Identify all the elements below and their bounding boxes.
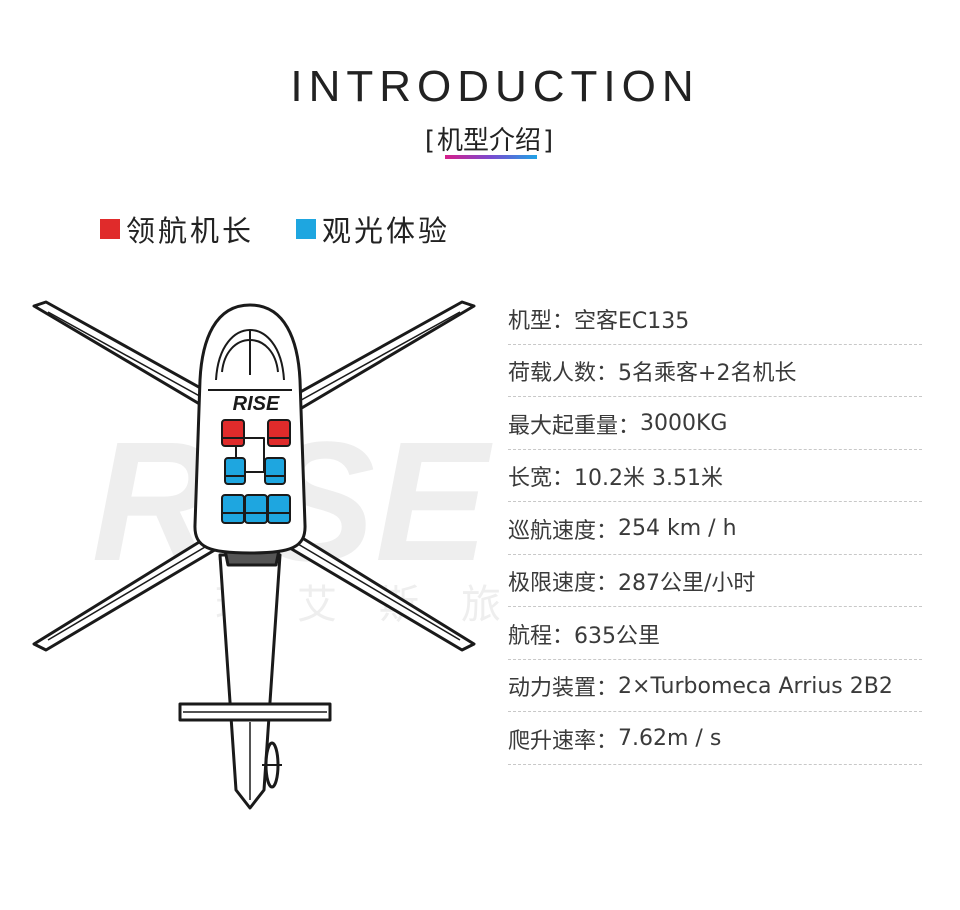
spec-row-climb-rate: 爬升速率：7.62m / s (508, 712, 922, 765)
spec-label: 极限速度： (508, 571, 619, 597)
spec-label: 最大起重量： (508, 413, 641, 439)
pilot-seat (267, 419, 291, 447)
passenger-seat (264, 457, 286, 485)
page-subtitle: [机型介绍] (0, 120, 960, 159)
helicopter-illustration: RISE 瑞艾斯旅行 (32, 300, 500, 810)
spec-value: 3000KG (640, 411, 728, 437)
spec-row-dimensions: 长宽：10.2米 3.51米 (508, 450, 922, 502)
legend-swatch-blue (296, 219, 317, 239)
spec-row-model: 机型：空客EC135 (508, 292, 922, 345)
seat-legend: 领航机长 观光体验 (100, 208, 492, 250)
spec-row-max-takeoff-weight: 最大起重量：3000KG (508, 397, 922, 450)
spec-label: 动力装置： (508, 676, 619, 702)
tail-boom (178, 553, 332, 810)
spec-value: 10.2米 3.51米 (574, 466, 723, 492)
page-title: INTRODUCTION (290, 62, 700, 111)
passenger-seat (267, 494, 291, 524)
spec-value: 254 km / h (618, 516, 737, 542)
spec-list: 机型：空客EC135 荷载人数：5名乘客+2名机长 最大起重量：3000KG 长… (508, 292, 922, 765)
spec-value: 7.62m / s (618, 726, 722, 752)
spec-row-powerplant: 动力装置：2×Turbomeca Arrius 2B2 (508, 660, 922, 712)
spec-value: 635公里 (574, 623, 661, 649)
passenger-seat (224, 457, 246, 485)
spec-row-capacity: 荷载人数：5名乘客+2名机长 (508, 345, 922, 397)
passenger-seats (221, 457, 291, 524)
subtitle-text: 机型介绍 (436, 126, 541, 156)
spec-label: 机型： (508, 308, 575, 334)
spec-value: 5名乘客+2名机长 (618, 361, 797, 387)
spec-label: 荷载人数： (508, 361, 619, 387)
spec-value: 287公里/小时 (618, 571, 756, 597)
subtitle-gradient-underline (444, 155, 537, 159)
pilot-seats (221, 419, 291, 447)
spec-value: 2×Turbomeca Arrius 2B2 (618, 673, 893, 699)
spec-label: 长宽： (508, 466, 575, 492)
pilot-seat (221, 419, 245, 447)
spec-label: 爬升速率： (508, 728, 619, 754)
spec-row-cruise-speed: 巡航速度：254 km / h (508, 502, 922, 555)
subtitle-open-bracket: [ (424, 126, 435, 156)
spec-row-max-speed: 极限速度：287公里/小时 (508, 555, 922, 607)
subtitle-close-bracket: ] (543, 126, 554, 156)
passenger-seat (244, 494, 268, 524)
canopy (208, 329, 292, 391)
rise-logo: RISE (233, 393, 280, 415)
subtitle-text-wrap: 机型介绍 (435, 120, 543, 159)
spec-row-range: 航程：635公里 (508, 607, 922, 660)
legend-item-pilot: 领航机长 (100, 208, 254, 250)
legend-item-passenger: 观光体验 (296, 208, 450, 250)
spec-value: 空客EC135 (574, 308, 690, 334)
legend-swatch-red (100, 219, 120, 239)
spec-label: 巡航速度： (508, 518, 619, 544)
legend-label: 观光体验 (322, 214, 451, 248)
spec-label: 航程： (508, 623, 575, 649)
passenger-seat (221, 494, 245, 524)
legend-label: 领航机长 (126, 214, 255, 248)
